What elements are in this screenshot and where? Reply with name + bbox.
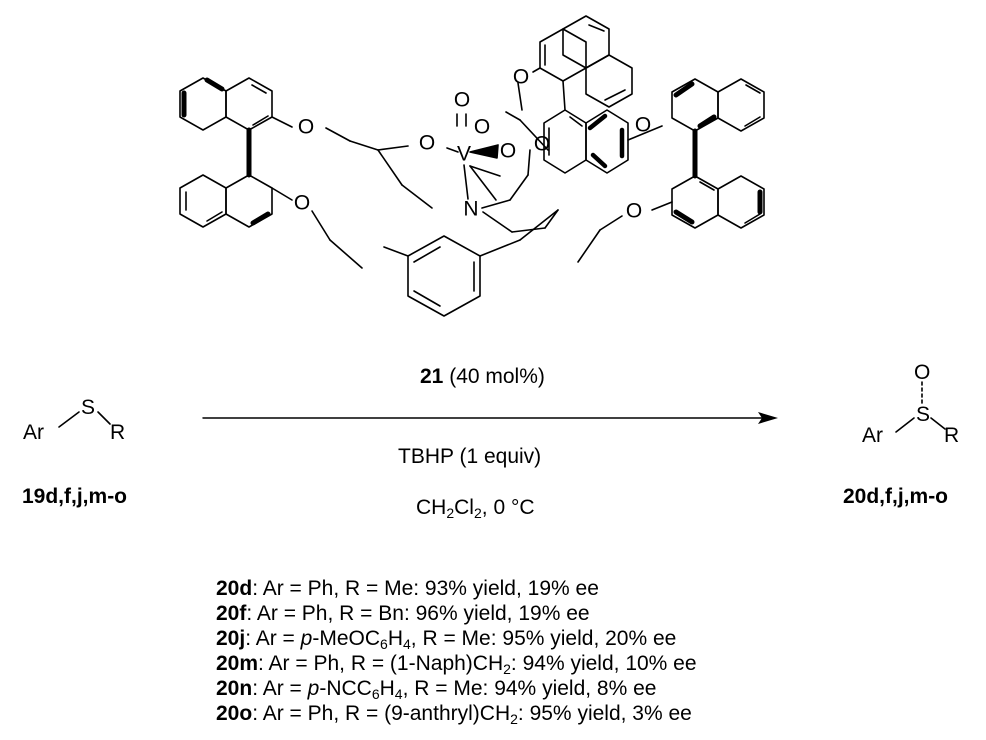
result-line-20j: 20j: Ar = p-MeOC6H4, R = Me: 95% yield, … xyxy=(216,627,677,652)
result-text: : Ar = Ph, R = (9-anthryl)CH xyxy=(252,702,511,725)
result-text: -NCC xyxy=(319,677,372,700)
product-sulfur: S xyxy=(916,403,931,426)
result-text: : Ar = Ph, R = Me: 93% yield, 19% ee xyxy=(252,577,599,600)
solvent-part-a: CH xyxy=(416,496,447,519)
result-id: 20n xyxy=(216,677,253,700)
result-text: , R = Me: 94% yield, 8% ee xyxy=(402,677,657,700)
result-text: : Ar = xyxy=(245,627,301,650)
result-text: H xyxy=(387,627,403,650)
reactant-r: R xyxy=(110,421,126,444)
reactant-sulfur: S xyxy=(81,396,96,419)
result-id: 20m xyxy=(216,652,259,675)
oxygen-label-8: O xyxy=(534,133,550,156)
oxygen-label-3: O xyxy=(419,132,435,155)
oxygen-label-10: O xyxy=(626,200,642,223)
result-line-20o: 20o: Ar = Ph, R = (9-anthryl)CH2: 95% yi… xyxy=(216,702,692,727)
result-line-20n: 20n: Ar = p-NCC6H4, R = Me: 94% yield, 8… xyxy=(216,677,657,702)
result-text: -MeOC xyxy=(312,627,381,650)
solvent-part-c: , 0 °C xyxy=(481,496,535,519)
result-sub: 6 xyxy=(371,686,380,702)
solvent-sub-1: 2 xyxy=(446,505,455,521)
solvent-part-b: Cl xyxy=(454,496,474,519)
product-oxygen: O xyxy=(914,361,931,384)
vanadium-label: V xyxy=(457,143,471,166)
oxygen-label-5: O xyxy=(500,140,516,163)
result-line-20m: 20m: Ar = Ph, R = (1-Naph)CH2: 94% yield… xyxy=(216,652,697,677)
catalyst-id: 21 xyxy=(420,365,444,388)
result-text: : Ar = Ph, R = (1-Naph)CH xyxy=(258,652,504,675)
result-italic: p xyxy=(307,677,320,700)
result-id: 20f xyxy=(216,602,247,625)
oxygen-label-1: O xyxy=(298,116,314,139)
reactant-label: 19d,f,j,m-o xyxy=(22,485,128,508)
result-line-20f: 20f: Ar = Ph, R = Bn: 96% yield, 19% ee xyxy=(216,603,590,624)
result-sub: 6 xyxy=(380,636,388,652)
result-text: : 95% yield, 3% ee xyxy=(517,702,692,725)
condition-catalyst: 21 (40 mol%) xyxy=(420,366,545,387)
oxygen-label-4: O xyxy=(454,89,470,112)
result-id: 20o xyxy=(216,702,253,725)
result-sub: 2 xyxy=(510,711,518,727)
result-text: : 94% yield, 10% ee xyxy=(510,652,697,675)
result-line-20d: 20d: Ar = Ph, R = Me: 93% yield, 19% ee xyxy=(216,578,599,599)
product-ar: Ar xyxy=(862,424,883,447)
result-id: 20d xyxy=(216,577,253,600)
nitrogen-label: N xyxy=(463,198,478,221)
result-text: : Ar = Ph, R = Bn: 96% yield, 19% ee xyxy=(246,602,590,625)
result-text: H xyxy=(379,677,395,700)
product-r: R xyxy=(944,424,960,447)
solvent-sub-2: 2 xyxy=(473,505,482,521)
oxygen-label-6: O xyxy=(474,116,490,139)
product-label: 20d,f,j,m-o xyxy=(843,485,949,508)
result-italic: p xyxy=(300,627,313,650)
condition-solvent: CH2Cl2, 0 °C xyxy=(416,496,535,521)
result-id: 20j xyxy=(216,627,246,650)
oxygen-label-7: O xyxy=(513,66,529,89)
result-text: , R = Me: 95% yield, 20% ee xyxy=(410,627,677,650)
result-sub: 4 xyxy=(394,686,403,702)
result-text: : Ar = xyxy=(252,677,308,700)
condition-oxidant: TBHP (1 equiv) xyxy=(398,445,542,468)
result-sub: 2 xyxy=(503,661,511,677)
catalyst-amount: (40 mol%) xyxy=(449,365,545,388)
oxygen-label-9: O xyxy=(635,114,651,137)
result-sub: 4 xyxy=(402,636,411,652)
reaction-arrow-head xyxy=(758,412,778,424)
oxygen-label-2: O xyxy=(294,192,310,215)
reactant-ar: Ar xyxy=(23,421,44,444)
